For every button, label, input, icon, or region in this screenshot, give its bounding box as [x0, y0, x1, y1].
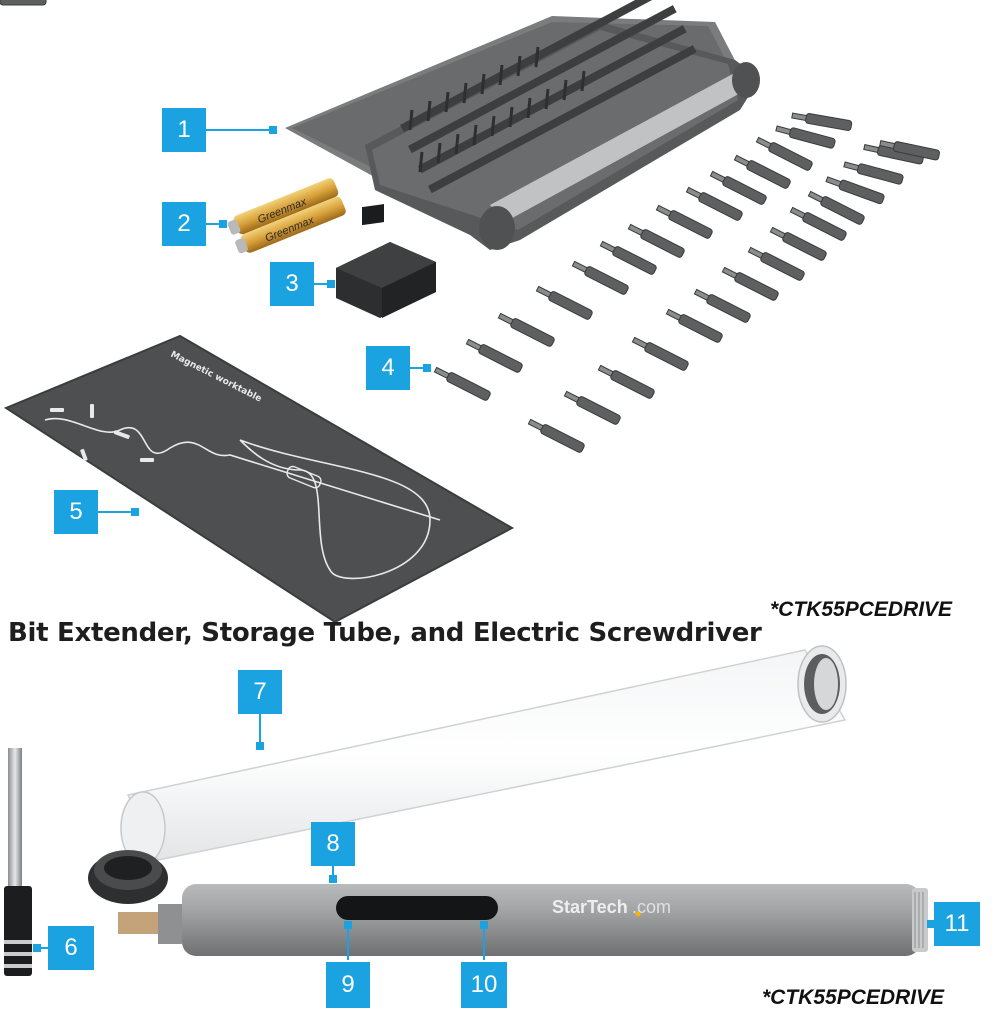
driver-brand-suffix: .com: [632, 897, 671, 917]
callout-4: 4: [366, 346, 410, 390]
callout-3: 3: [270, 262, 314, 306]
callout-8: 8: [311, 822, 355, 866]
callout-7: 7: [238, 670, 282, 714]
bit-extender: [4, 748, 32, 976]
model-label-bottom: *CTK55PCEDRIVE: [762, 986, 945, 1009]
callout-5: 5: [54, 490, 98, 534]
bit-magnetizer: [336, 204, 436, 318]
brand-dot: [635, 911, 641, 917]
driver-brand-name: StarTech: [552, 897, 628, 917]
magnetic-mat: Magnetic worktable: [3, 334, 515, 624]
callout-10: 10: [461, 962, 507, 1008]
callout-leaders: [33, 126, 935, 960]
screwdriver-bits: [0, 0, 941, 454]
model-label-top: *CTK55PCEDRIVE: [770, 598, 953, 621]
aaa-batteries: Greenmax Greenmax: [227, 178, 346, 254]
storage-case: [285, 0, 760, 250]
callout-2: 2: [162, 202, 206, 246]
storage-tube: [120, 645, 847, 865]
callout-1: 1: [162, 108, 206, 152]
callout-6: 6: [48, 926, 94, 970]
callout-9: 9: [326, 962, 370, 1008]
tube-end-cap: [88, 850, 168, 904]
callout-11: 11: [934, 902, 980, 946]
electric-screwdriver: StarTech .com: [118, 884, 928, 956]
section-heading: Bit Extender, Storage Tube, and Electric…: [8, 618, 762, 648]
